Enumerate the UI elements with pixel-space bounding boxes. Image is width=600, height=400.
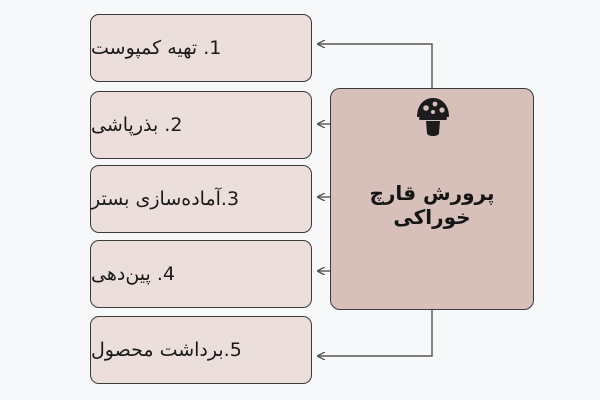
step-box-5: 5.برداشت محصول	[90, 316, 312, 384]
main-topic-box: پرورش قارچ خوراکی	[330, 88, 534, 310]
step-label-4: 4. پین‌دهی	[91, 263, 175, 285]
step-box-1: 1. تهیه کمپوست	[90, 14, 312, 82]
step-box-2: 2. بذرپاشی	[90, 91, 312, 159]
step-label-1: 1. تهیه کمپوست	[91, 37, 222, 59]
connector-step-5	[318, 310, 433, 356]
connector-step-1	[318, 44, 433, 88]
step-label-2: 2. بذرپاشی	[91, 114, 183, 136]
step-box-4: 4. پین‌دهی	[90, 240, 312, 308]
step-label-3: 3.آماده‌سازی بستر	[91, 188, 240, 210]
main-topic-title: پرورش قارچ خوراکی	[369, 181, 495, 229]
step-label-5: 5.برداشت محصول	[91, 339, 242, 361]
step-box-3: 3.آماده‌سازی بستر	[90, 165, 312, 233]
mushroom-icon	[417, 98, 449, 136]
